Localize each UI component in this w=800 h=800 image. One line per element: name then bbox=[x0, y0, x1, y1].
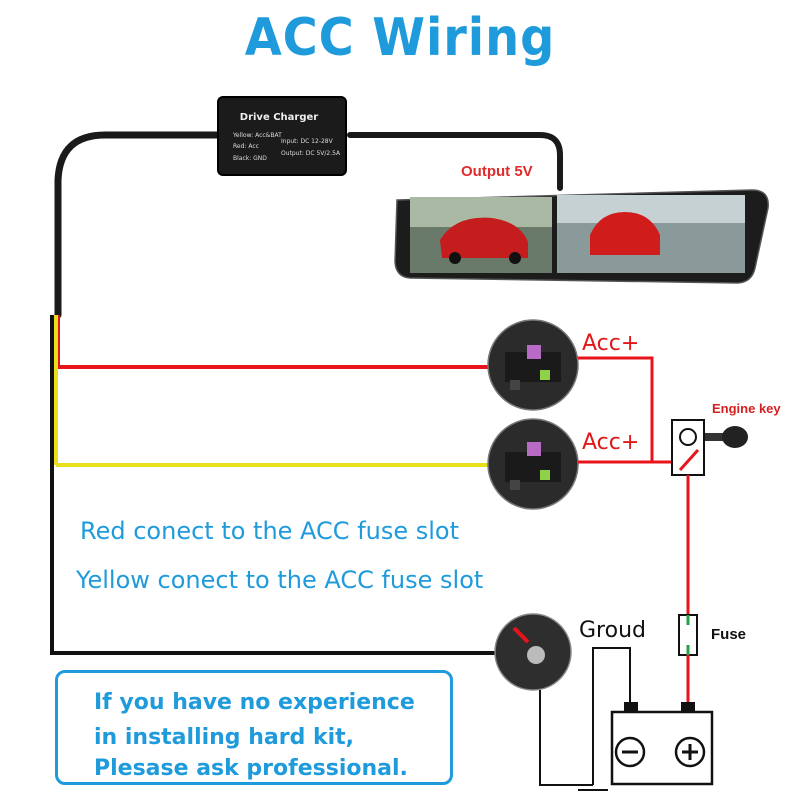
charger-red-label: Red: Acc bbox=[233, 143, 259, 150]
charger-output-label: Output: DC 5V/2.5A bbox=[281, 150, 341, 157]
ground-wire-bolt bbox=[539, 690, 593, 786]
warning-line-1: If you have no experience bbox=[94, 690, 415, 715]
warning-line-2: in installing hard kit, bbox=[94, 725, 355, 750]
note-red: Red conect to the ACC fuse slot bbox=[80, 517, 460, 545]
charger-black-label: Black: GND bbox=[233, 155, 267, 162]
mirror-dashcam bbox=[394, 189, 769, 284]
inline-fuse bbox=[678, 614, 698, 656]
battery bbox=[610, 702, 714, 786]
engine-key-label: Engine key bbox=[712, 401, 781, 416]
warning-line-3: Plesase ask professional. bbox=[94, 756, 408, 781]
drive-charger-box bbox=[217, 96, 347, 176]
charger-cable-left bbox=[54, 131, 222, 319]
output-label: Output 5V bbox=[461, 163, 533, 180]
engine-key-switch bbox=[671, 419, 748, 476]
acc-label-lower: Acc+ bbox=[582, 430, 640, 455]
charger-yellow-label: Yellow: Acc&BAT bbox=[233, 132, 282, 139]
page-title: ACC Wiring bbox=[244, 8, 556, 68]
ground-point bbox=[494, 613, 572, 691]
charger-cable-right bbox=[347, 132, 563, 191]
acc-label-upper: Acc+ bbox=[582, 331, 640, 356]
fuse-label: Fuse bbox=[711, 626, 747, 643]
fuse-slot-upper bbox=[487, 319, 579, 411]
charger-title: Drive Charger bbox=[239, 112, 319, 123]
warning-box: If you have no experience in installing … bbox=[55, 670, 453, 785]
note-yellow: Yellow conect to the ACC fuse slot bbox=[76, 566, 484, 594]
ground-label: Groud bbox=[579, 618, 646, 643]
ground-wire-battery bbox=[592, 647, 631, 785]
fuse-slot-lower bbox=[487, 418, 579, 510]
charger-input-label: Input: DC 12-28V bbox=[281, 138, 333, 145]
